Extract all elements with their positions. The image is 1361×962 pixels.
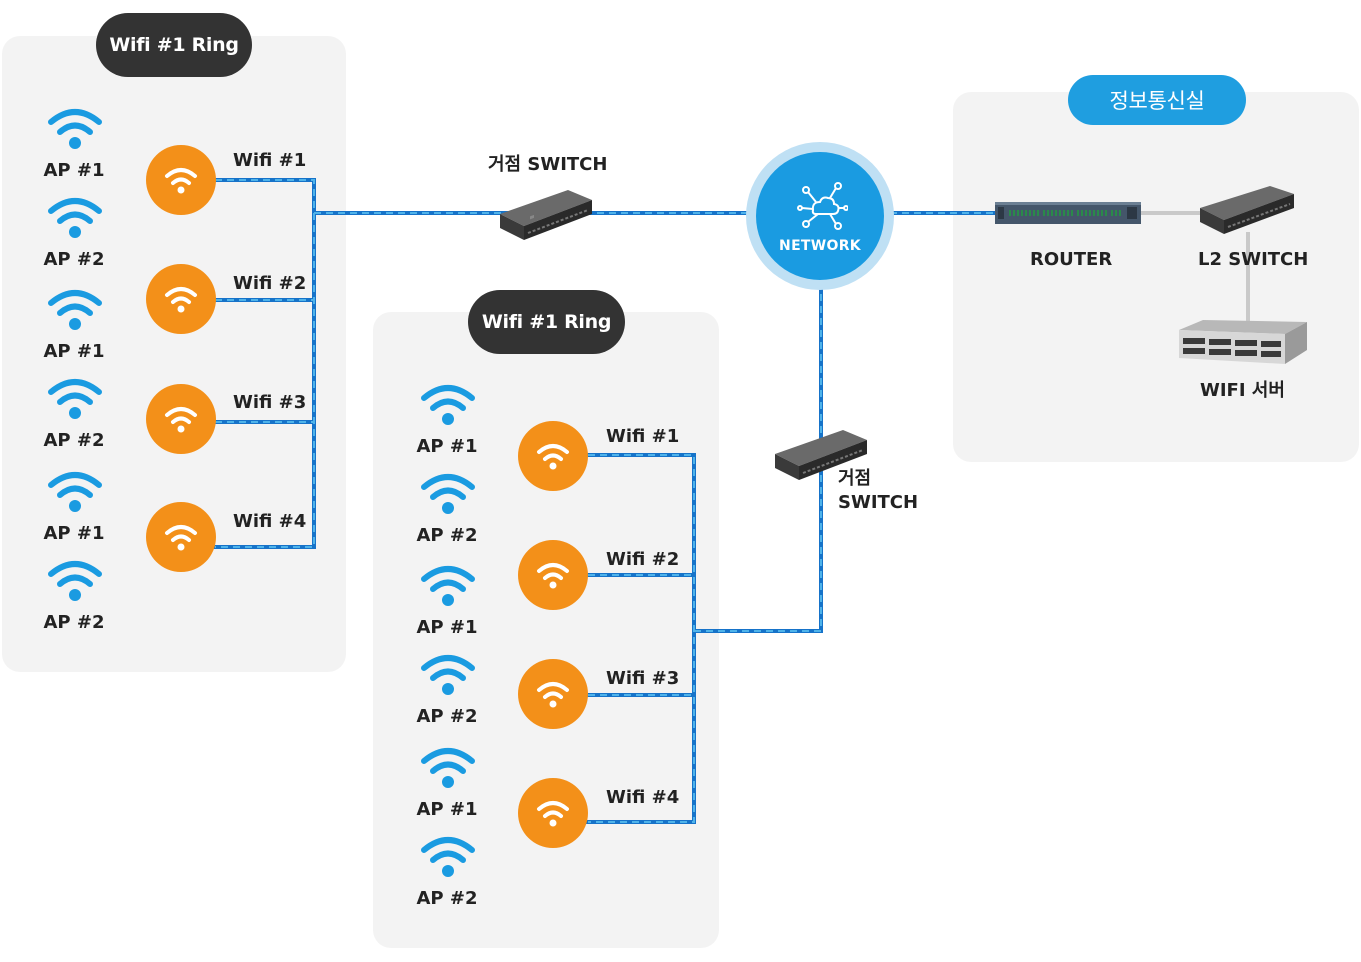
lower-switch-label-line2: SWITCH — [838, 492, 919, 513]
wifi-icon — [48, 198, 102, 238]
wifi-icon — [165, 525, 197, 551]
wifi-icon — [48, 290, 102, 330]
telecom-room-title: 정보통신실 — [1068, 75, 1246, 125]
center-ring-title: Wifi #1 Ring — [468, 290, 625, 354]
network-nodes-icon — [797, 182, 848, 230]
ap-label: AP #2 — [43, 612, 105, 633]
wifi-hub — [146, 502, 216, 572]
ap-label: AP #2 — [416, 706, 478, 727]
wifi-icon — [165, 168, 197, 194]
hub-label: Wifi #4 — [606, 787, 680, 808]
wifi-icon — [421, 566, 475, 606]
wifi-icon — [537, 444, 569, 470]
ap-label: AP #2 — [43, 430, 105, 451]
ap-label: AP #1 — [43, 523, 105, 544]
hub-label: Wifi #2 — [606, 549, 680, 570]
wifi-hub — [146, 145, 216, 215]
wifi-icon — [48, 472, 102, 512]
network-label: NETWORK — [779, 238, 861, 254]
telecom-room-panel — [953, 92, 1359, 462]
hub-label: Wifi #1 — [233, 150, 307, 171]
ap-label: AP #1 — [43, 341, 105, 362]
wifi-icon — [48, 109, 102, 149]
server-label: WIFI 서버 — [1200, 380, 1285, 401]
wifi-icon — [421, 748, 475, 788]
wifi-icon — [421, 655, 475, 695]
wifi-hub — [518, 540, 588, 610]
hub-label: Wifi #3 — [233, 392, 307, 413]
network-switch-icon — [500, 190, 592, 240]
wifi-icon — [537, 563, 569, 589]
network-node: NETWORK — [746, 142, 894, 290]
hub-label: Wifi #3 — [606, 668, 680, 689]
lower-switch-label-line1: 거점 — [838, 468, 872, 489]
ap-label: AP #1 — [43, 160, 105, 181]
top-switch-label: 거점 SWITCH — [488, 154, 608, 175]
wifi-hub — [518, 659, 588, 729]
wifi-hub — [146, 264, 216, 334]
wifi-icon — [165, 407, 197, 433]
router-icon — [995, 202, 1141, 224]
wifi-icon — [421, 385, 475, 425]
ap-label: AP #1 — [416, 436, 478, 457]
ap-label: AP #1 — [416, 799, 478, 820]
wifi-icon — [421, 837, 475, 877]
ap-label: AP #2 — [416, 888, 478, 909]
hub-label: Wifi #4 — [233, 511, 307, 532]
wifi-hub — [518, 778, 588, 848]
wifi-icon — [537, 682, 569, 708]
wifi-icon — [48, 561, 102, 601]
wifi-hub — [146, 384, 216, 454]
wifi-hub — [518, 421, 588, 491]
wifi-icon — [165, 287, 197, 313]
left-ring-title: Wifi #1 Ring — [96, 13, 252, 77]
wifi-icon — [537, 801, 569, 827]
ap-label: AP #2 — [416, 525, 478, 546]
router-label: ROUTER — [1030, 249, 1113, 270]
l2-switch-label: L2 SWITCH — [1198, 249, 1309, 270]
ap-label: AP #1 — [416, 617, 478, 638]
wifi-icon — [421, 474, 475, 514]
server-icon — [1179, 320, 1307, 364]
network-switch-icon — [1200, 186, 1294, 234]
network-switch-icon — [775, 430, 867, 480]
wifi-icon — [48, 379, 102, 419]
ap-label: AP #2 — [43, 249, 105, 270]
hub-label: Wifi #2 — [233, 273, 307, 294]
hub-label: Wifi #1 — [606, 426, 680, 447]
